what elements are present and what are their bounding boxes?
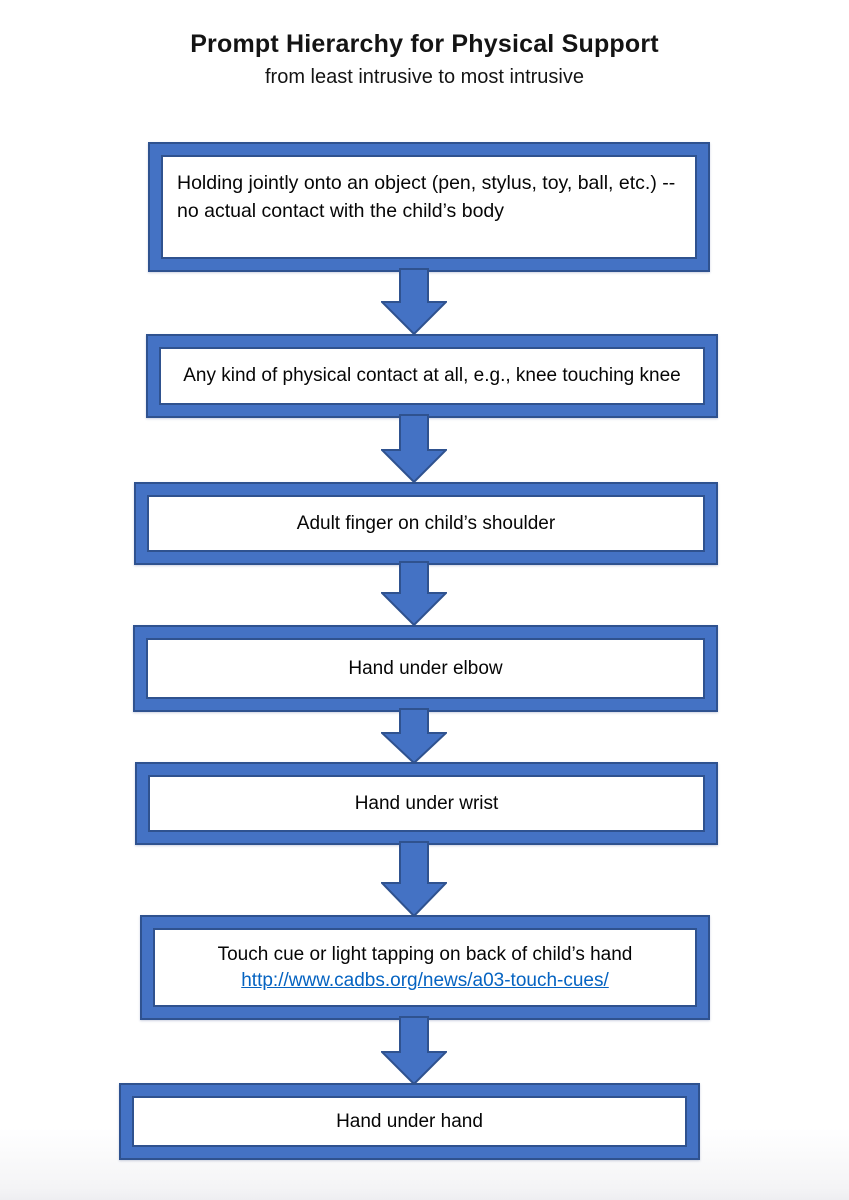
down-arrow-icon <box>381 841 447 917</box>
flow-step-hand-under-hand: Hand under hand <box>119 1083 700 1160</box>
touch-cues-link[interactable]: http://www.cadbs.org/news/a03-touch-cues… <box>241 969 609 991</box>
flow-step-label: Touch cue or light tapping on back of ch… <box>217 943 633 965</box>
flow-step-any-contact: Any kind of physical contact at all, e.g… <box>146 334 718 418</box>
down-arrow-icon <box>381 1016 447 1085</box>
down-arrow <box>381 561 447 626</box>
down-arrow <box>381 841 447 917</box>
down-arrow <box>381 268 447 335</box>
flow-step-label: Holding jointly onto an object (pen, sty… <box>177 172 676 222</box>
flow-step-label: Any kind of physical contact at all, e.g… <box>183 365 681 386</box>
flow-step-hand-under-elbow: Hand under elbow <box>133 625 718 712</box>
down-arrow-icon <box>381 268 447 335</box>
page-subtitle: from least intrusive to most intrusive <box>265 66 584 88</box>
down-arrow <box>381 1016 447 1085</box>
page-title: Prompt Hierarchy for Physical Support <box>190 30 659 58</box>
down-arrow-icon <box>381 708 447 764</box>
flow-step-label: Hand under wrist <box>354 792 499 814</box>
down-arrow-icon <box>381 561 447 626</box>
down-arrow-icon <box>381 414 447 483</box>
flow-step-touch-cue: Touch cue or light tapping on back of ch… <box>140 915 710 1020</box>
flow-step-label: Hand under hand <box>336 1110 483 1132</box>
down-arrow <box>381 414 447 483</box>
flow-step-label: Hand under elbow <box>348 657 503 679</box>
flow-step-label: Adult finger on child’s shoulder <box>296 512 556 534</box>
flow-step-hand-under-wrist: Hand under wrist <box>135 762 718 845</box>
flow-step-finger-shoulder: Adult finger on child’s shoulder <box>134 482 718 565</box>
down-arrow <box>381 708 447 764</box>
flow-step-holding-object: Holding jointly onto an object (pen, sty… <box>148 142 710 272</box>
